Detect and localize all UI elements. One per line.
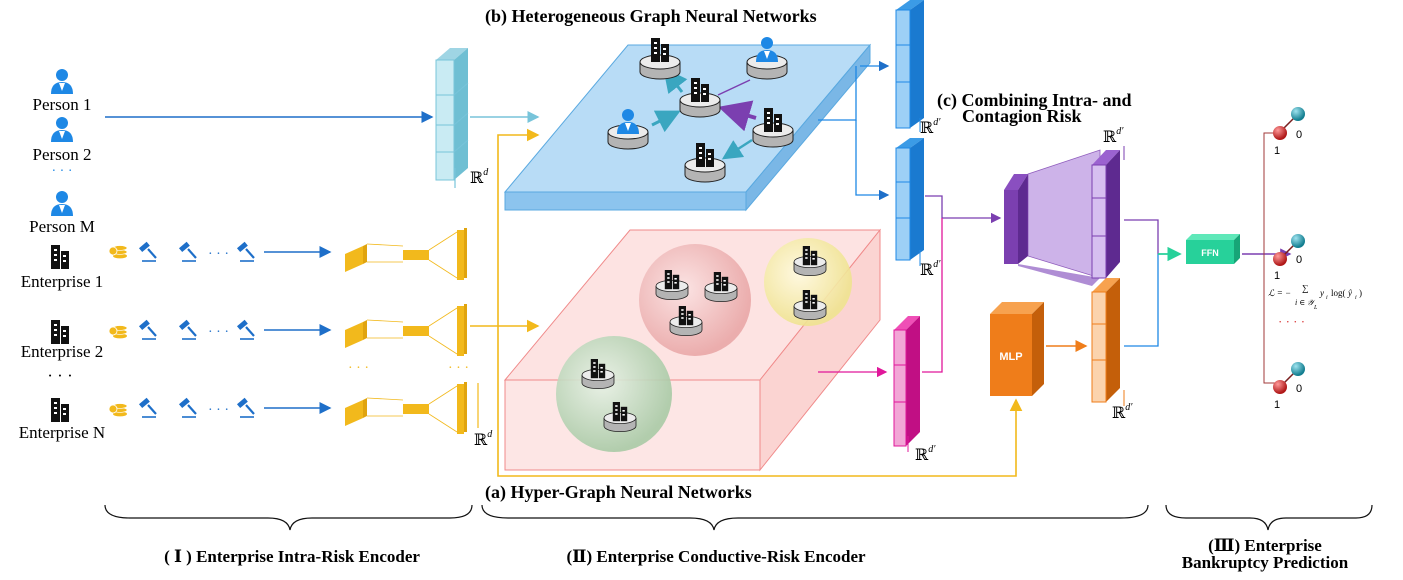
svg-text:i: i [1355,295,1357,301]
output-2-label-1: 1 [1274,270,1280,282]
person-m-icon [51,191,73,216]
enterprise-n-encoder [344,381,468,435]
graph-node-enterprise [639,38,681,80]
gavel-icon [235,240,256,263]
combiner-network [1004,149,1101,286]
output-pair-2 [1273,234,1305,266]
gavel-ellipsis: · · · [208,325,229,340]
person-ellipsis: · · · [52,164,73,179]
gavel-ellipsis: · · · [208,247,229,262]
rd-dprime-2: ℝd′ [920,259,941,279]
combine-title-1: (c) Combining Intra- and [937,90,1132,111]
person-m-label: Person M [29,217,95,236]
graph-node-person [746,37,788,80]
output-3-label-0: 0 [1296,383,1302,395]
coins-icon [108,403,128,417]
combine-title-2: Contagion Risk [962,106,1082,126]
gavel-icon [177,318,198,341]
enterprise-2-encoder [344,303,468,357]
enterprise-n-label: Enterprise N [19,423,105,442]
hgnn-output-mid [895,138,924,266]
gavel-icon [235,396,256,419]
rd-label-enterprise: ℝd [474,429,493,449]
svg-text:): ) [1359,288,1362,298]
stage-1-label: ( Ⅰ ) Enterprise Intra-Risk Encoder [164,547,420,566]
gavel-icon [137,240,158,263]
hgnn-to-outputs [818,60,890,201]
hyper-output [893,316,920,452]
gold-flow [470,128,1023,477]
enterprise-1-encoder [344,227,468,281]
person-embedding-column [435,48,469,188]
ffn-label: FFN [1201,248,1219,258]
person-2-icon [51,117,73,142]
ffn-block [1186,234,1240,264]
svg-text:ŷ: ŷ [1347,288,1352,298]
rd-dprime-4: ℝd′ [1103,126,1124,146]
person-1-label: Person 1 [32,95,91,114]
gavel-ellipsis: · · · [208,403,229,418]
svg-text:ℒ = −: ℒ = − [1268,288,1291,298]
stage-braces [104,504,1373,531]
stage-3-label-2: Bankruptcy Prediction [1182,553,1349,572]
gavel-icon [177,240,198,263]
output-pair-3 [1273,362,1305,394]
hgnn-title: (b) Heterogeneous Graph Neural Networks [485,6,817,27]
svg-text:log(: log( [1331,288,1346,298]
mlp-label: MLP [999,351,1022,363]
loss-formula: ℒ = − ∑ i ∈ 𝒴 L y i log( ŷ i ) [1268,283,1362,311]
gavel-icon [177,396,198,419]
gavel-icon [235,318,256,341]
enterprise-2-row: · · · [108,303,468,357]
merge-flow [1124,219,1182,347]
enterprise-2-icon [51,320,69,344]
encoder-ellipsis-1: · · · [348,361,369,376]
enterprise-2-label: Enterprise 2 [21,342,104,361]
mlp-block [990,302,1044,396]
enterprise-1-row: · · · [108,227,468,281]
hyper-title: (a) Hyper-Graph Neural Networks [485,482,752,503]
coins-icon [108,245,128,259]
output-2-label-0: 0 [1296,254,1302,266]
rd-label-person: ℝd [470,167,489,187]
enterprise-1-icon [51,245,69,269]
stage-2-label: (Ⅱ) Enterprise Conductive-Risk Encoder [566,547,866,566]
hyperedges [556,238,852,452]
output-pair-1 [1273,107,1305,140]
person-1-icon [51,69,73,94]
svg-text:∑: ∑ [1302,283,1308,293]
enterprise-ellipsis: · · · [47,366,72,385]
output-3-label-1: 1 [1274,399,1280,411]
gavel-icon [137,396,158,419]
output-ellipsis: · · · · [1278,314,1305,329]
output-1-label-0: 0 [1296,129,1302,141]
svg-text:L: L [1313,305,1318,311]
hgnn-output-top [895,0,924,132]
stage-3-label-1: (Ⅲ) Enterprise [1208,536,1322,555]
rd-dprime-3: ℝd′ [915,444,936,464]
rd-dprime-1: ℝd′ [920,117,941,137]
svg-text:i: i [1326,295,1328,301]
output-bracket [1263,132,1276,384]
hgnn-plane [503,43,872,212]
combined-embedding [1091,146,1125,279]
svg-text:i ∈ 𝒴: i ∈ 𝒴 [1295,298,1316,307]
enterprise-1-label: Enterprise 1 [21,272,104,291]
combine-flow [922,195,1002,373]
coins-icon [108,325,128,339]
svg-text:y: y [1319,288,1324,298]
gavel-icon [137,318,158,341]
output-1-label-1: 1 [1274,145,1280,157]
encoder-ellipsis-2: · · · [448,361,469,376]
rd-dprime-5: ℝd′ [1112,402,1133,422]
enterprise-n-icon [51,398,69,422]
hgnn-graph [607,37,794,183]
intra-embedding [1091,278,1125,406]
enterprise-n-row: · · · [108,381,468,435]
person-2-label: Person 2 [32,145,91,164]
